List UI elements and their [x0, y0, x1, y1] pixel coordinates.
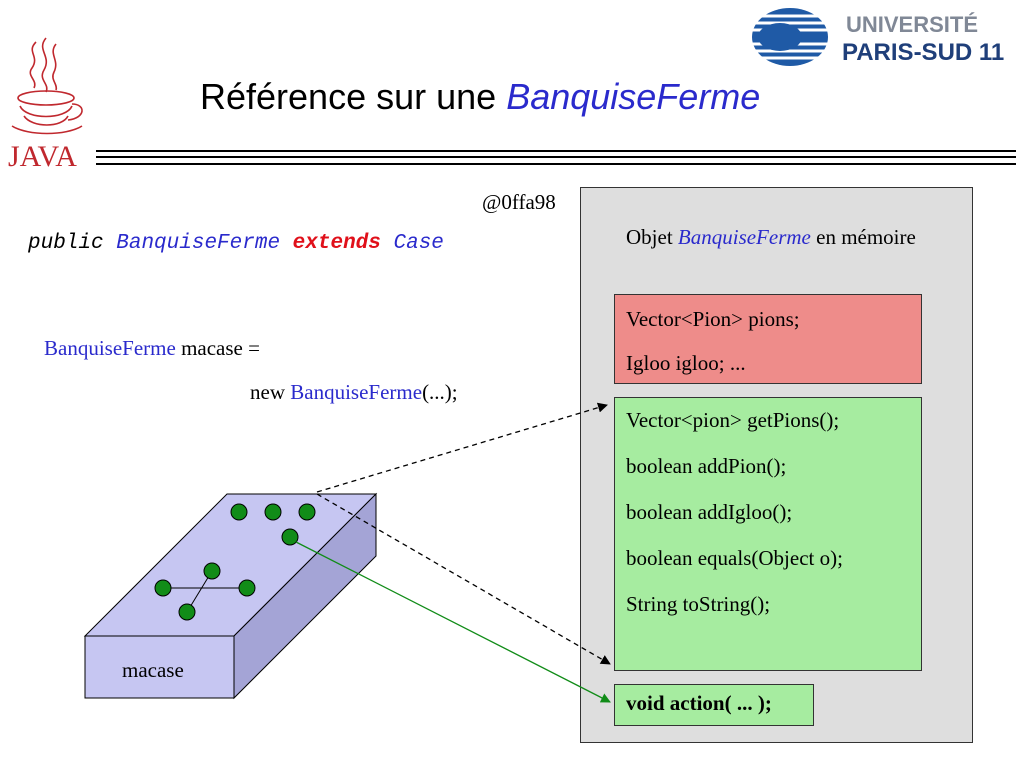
title-rule-3	[96, 163, 1016, 165]
constructor-args: (...);	[422, 380, 458, 404]
box-front-face	[84, 635, 235, 699]
variable-declaration: BanquiseFerme macase =	[44, 336, 260, 361]
class-declaration-code: public BanquiseFerme extends Case	[28, 232, 444, 255]
pion-dot	[230, 503, 248, 521]
memory-label-class: BanquiseFerme	[677, 225, 811, 249]
method-equals: boolean equals(Object o);	[626, 546, 843, 570]
java-logo: JAVA	[8, 37, 83, 173]
method-addpion: boolean addPion();	[626, 454, 787, 478]
action-arrow	[295, 541, 611, 703]
methods-box: Vector<pion> getPions(); boolean addPion…	[614, 397, 922, 671]
declaration-type: BanquiseFerme	[44, 336, 176, 360]
slide-title: Référence sur une BanquiseFerme	[200, 76, 760, 118]
pion-dot	[178, 603, 196, 621]
field-pions: Vector<Pion> pions;	[626, 307, 800, 331]
fields-box: Vector<Pion> pions; Igloo igloo; ...	[614, 294, 922, 384]
university-name-line1: UNIVERSITÉ	[846, 12, 978, 37]
pion-dot	[298, 503, 316, 521]
title-rule-1	[96, 150, 1016, 152]
code-public: public	[28, 232, 104, 255]
code-class-name: BanquiseFerme	[116, 232, 281, 255]
pion-dot	[264, 503, 282, 521]
new-keyword: new	[250, 380, 291, 404]
memory-address: @0ffa98	[482, 190, 556, 214]
declaration-variable: macase =	[175, 336, 260, 360]
method-getpions: Vector<pion> getPions();	[626, 408, 840, 432]
code-parent-class: Case	[393, 232, 444, 255]
reference-arrow	[316, 402, 608, 493]
method-action: void action( ... );	[626, 691, 772, 715]
memory-label-pre: Objet	[626, 225, 678, 249]
box-label: macase	[122, 658, 184, 682]
constructor-name: BanquiseFerme	[290, 380, 423, 404]
constructor-call: new BanquiseFerme(...);	[250, 380, 458, 405]
university-name-line2: PARIS-SUD 11	[842, 39, 1004, 66]
pion-dot	[154, 579, 172, 597]
method-arrow	[316, 493, 611, 665]
method-tostring: String toString();	[626, 592, 771, 616]
university-logo: UNIVERSITÉ PARIS-SUD 11	[750, 8, 1004, 66]
action-method-box: void action( ... );	[614, 684, 814, 726]
pion-dot	[281, 528, 299, 546]
pion-dot	[203, 562, 221, 580]
title-highlight: BanquiseFerme	[506, 76, 761, 117]
java-logo-text: JAVA	[8, 140, 77, 173]
code-extends: extends	[292, 232, 381, 255]
method-addigloo: boolean addIgloo();	[626, 500, 793, 524]
title-plain: Référence sur une	[200, 76, 507, 117]
memory-label-post: en mémoire	[810, 225, 916, 249]
title-rule-2	[96, 156, 1016, 158]
field-igloo: Igloo igloo; ...	[626, 351, 746, 375]
memory-label: Objet BanquiseFerme en mémoire	[626, 222, 926, 253]
pion-dot	[238, 579, 256, 597]
